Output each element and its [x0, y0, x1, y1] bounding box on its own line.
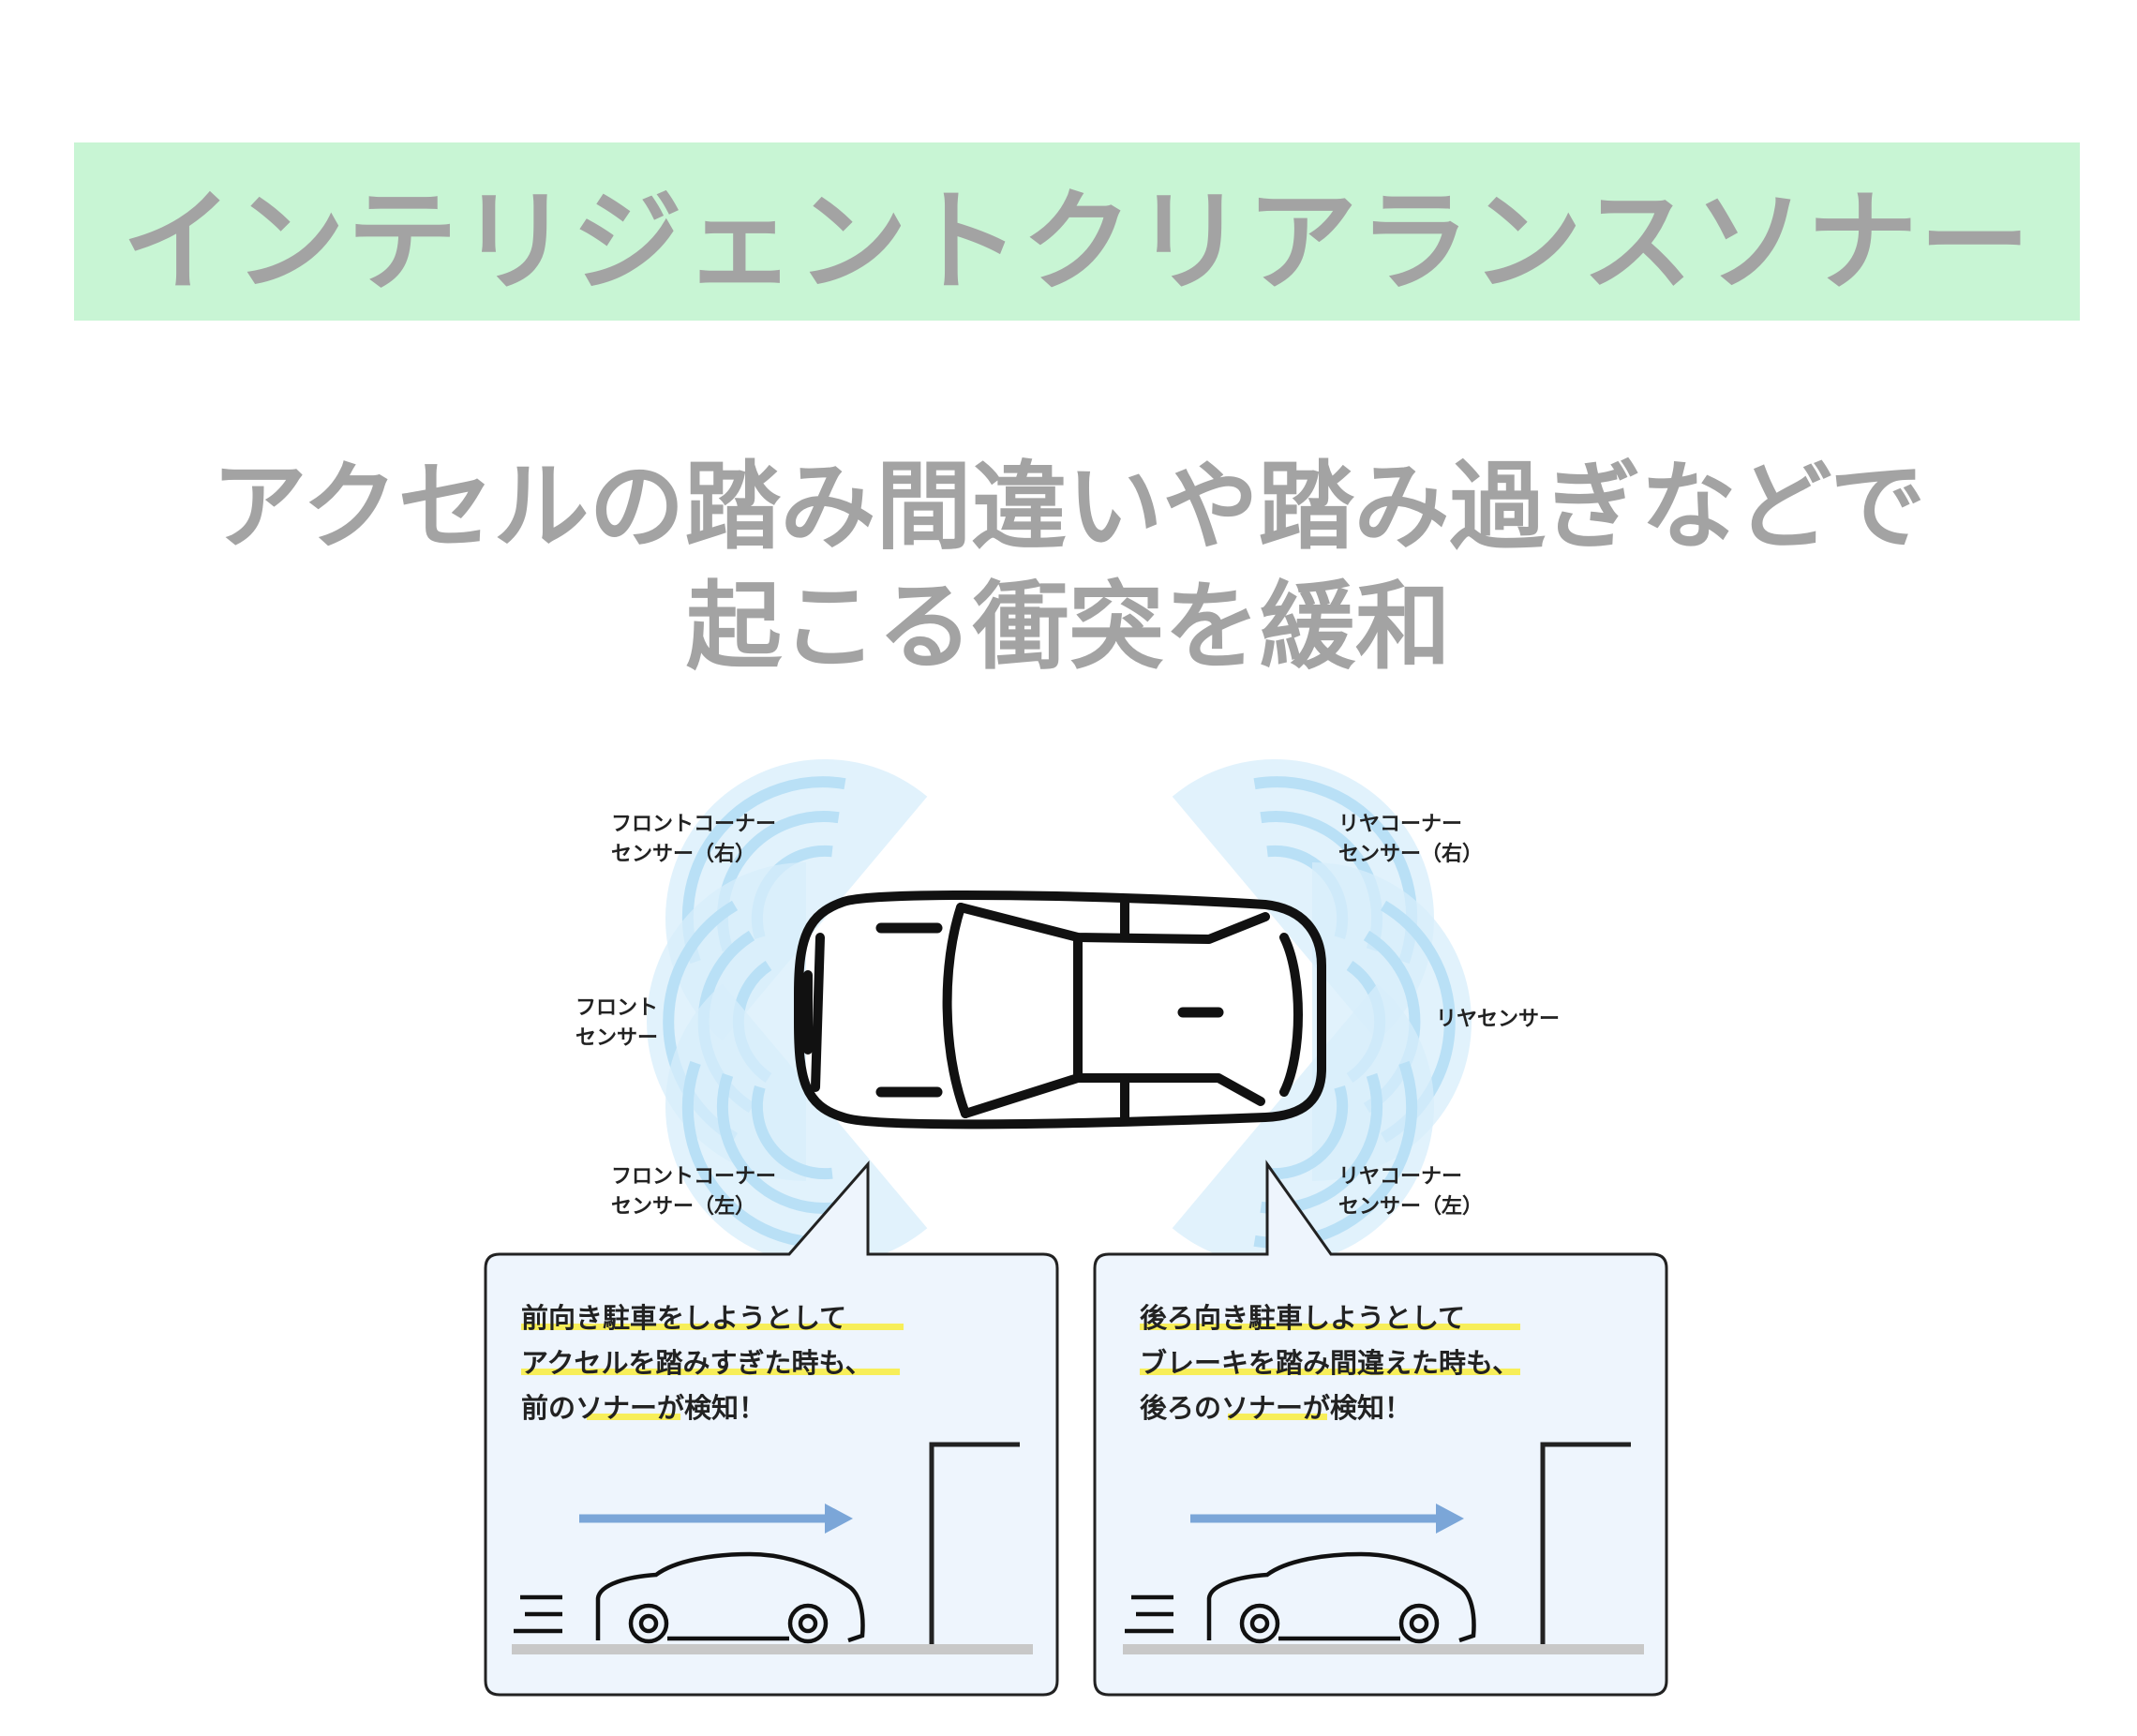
wall-icon — [929, 1442, 1020, 1644]
wall-icon — [1540, 1442, 1631, 1644]
label-front-corner-left: フロントコーナー センサー（左） — [611, 1165, 784, 1219]
forward-text-2: アクセルを踏みすぎた時も、 — [521, 1347, 873, 1379]
backward-text-3: 後ろのソナーが検知！ — [1140, 1392, 1412, 1424]
label-rear-corner-left: リヤコーナー センサー（左） — [1338, 1165, 1483, 1219]
car-side-icon — [1125, 1551, 1476, 1644]
ground — [512, 1644, 1033, 1654]
highlights — [521, 1324, 904, 1420]
backward-text-2: ブレーキを踏み間違えた時も、 — [1140, 1347, 1519, 1379]
sensor-waves — [600, 694, 1499, 1330]
page-title: インテリジェントクリアランスソナー — [122, 176, 2032, 307]
car-side-icon — [514, 1551, 865, 1644]
label-front: フロント センサー — [575, 996, 665, 1050]
backward-text-1: 後ろ向き駐車しようとして — [1140, 1302, 1465, 1334]
subtitle-line-2: 起こる衝突を緩和 — [686, 572, 1451, 683]
arrow-icon — [825, 1504, 853, 1534]
highlights — [1140, 1324, 1520, 1420]
ground — [1123, 1644, 1644, 1654]
callout-forward: 前向き駐車をしようとして アクセルを踏みすぎた時も、 前のソナーが検知！ — [484, 1160, 1059, 1697]
subtitle: アクセルの踏み間違いや踏み過ぎなどで 起こる衝突を緩和 — [75, 448, 2062, 688]
arrow-icon — [1436, 1504, 1464, 1534]
car-top-view — [794, 890, 1326, 1130]
forward-text-1: 前向き駐車をしようとして — [521, 1302, 846, 1334]
subtitle-line-1: アクセルの踏み間違いや踏み過ぎなどで — [211, 452, 1926, 563]
label-rear-corner-right: リヤコーナー センサー（右） — [1338, 813, 1483, 866]
label-front-corner-right: フロントコーナー センサー（右） — [611, 813, 784, 866]
callout-backward: 後ろ向き駐車しようとして ブレーキを踏み間違えた時も、 後ろのソナーが検知！ — [1093, 1160, 1668, 1697]
title-banner: インテリジェントクリアランスソナー — [74, 142, 2080, 321]
forward-text-3: 前のソナーが検知！ — [521, 1392, 766, 1424]
label-rear: リヤセンサー — [1436, 1008, 1560, 1031]
